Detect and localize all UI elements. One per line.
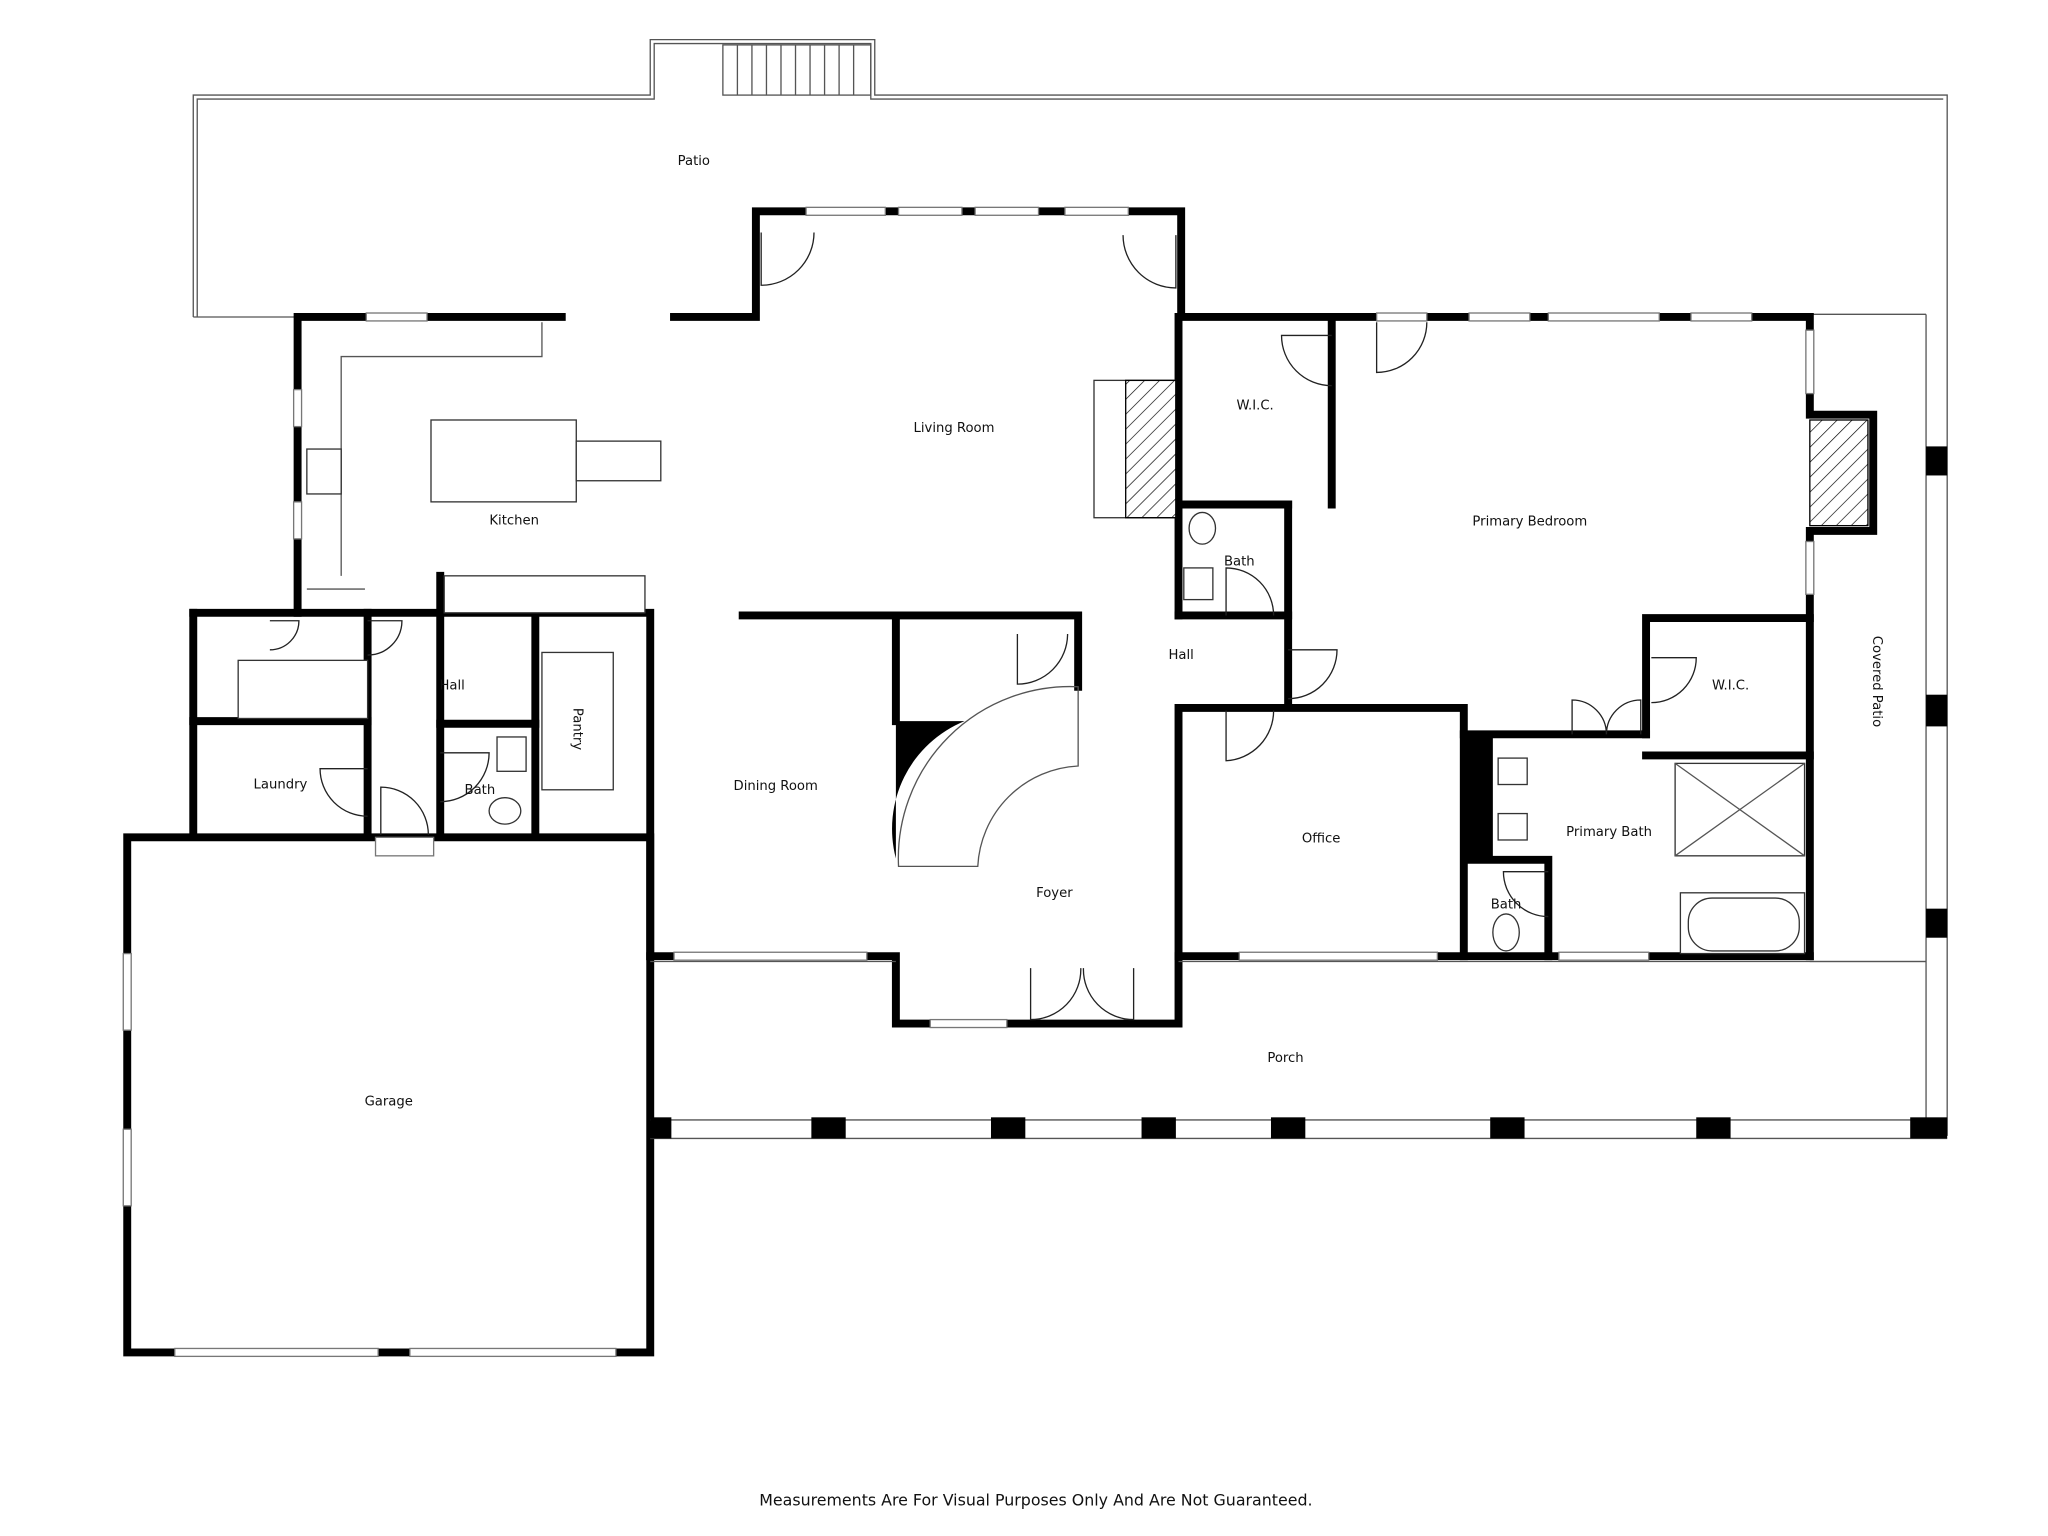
label-bath-1: Bath bbox=[1224, 554, 1255, 569]
label-wic-1: W.I.C. bbox=[1237, 398, 1274, 413]
windows bbox=[122, 206, 1815, 1358]
label-wic-2: W.I.C. bbox=[1712, 678, 1749, 693]
label-bath-2: Bath bbox=[465, 783, 496, 798]
fixtures bbox=[237, 322, 1869, 955]
exterior-stairs bbox=[722, 44, 872, 96]
label-dining-room: Dining Room bbox=[734, 779, 818, 794]
label-hall-2: Hall bbox=[439, 678, 464, 693]
label-patio: Patio bbox=[678, 154, 710, 169]
label-kitchen: Kitchen bbox=[489, 513, 539, 528]
doors bbox=[269, 232, 1697, 1021]
label-pantry: Pantry bbox=[570, 708, 585, 750]
label-primary-bedroom: Primary Bedroom bbox=[1472, 515, 1587, 530]
label-porch: Porch bbox=[1267, 1051, 1303, 1066]
label-foyer: Foyer bbox=[1036, 886, 1073, 901]
disclaimer: Measurements Are For Visual Purposes Onl… bbox=[759, 1491, 1312, 1510]
label-garage: Garage bbox=[365, 1094, 413, 1109]
room-labels: Patio Living Room Kitchen W.I.C. Primary… bbox=[254, 154, 1885, 1109]
porch-outline bbox=[650, 446, 1948, 1140]
walls bbox=[123, 207, 1878, 1357]
label-office: Office bbox=[1302, 832, 1341, 847]
label-living-room: Living Room bbox=[914, 421, 995, 436]
label-laundry: Laundry bbox=[254, 777, 308, 792]
label-hall-1: Hall bbox=[1169, 648, 1194, 663]
label-primary-bath: Primary Bath bbox=[1566, 825, 1652, 840]
label-bath-3: Bath bbox=[1491, 898, 1522, 913]
label-covered-patio: Covered Patio bbox=[1869, 636, 1884, 727]
